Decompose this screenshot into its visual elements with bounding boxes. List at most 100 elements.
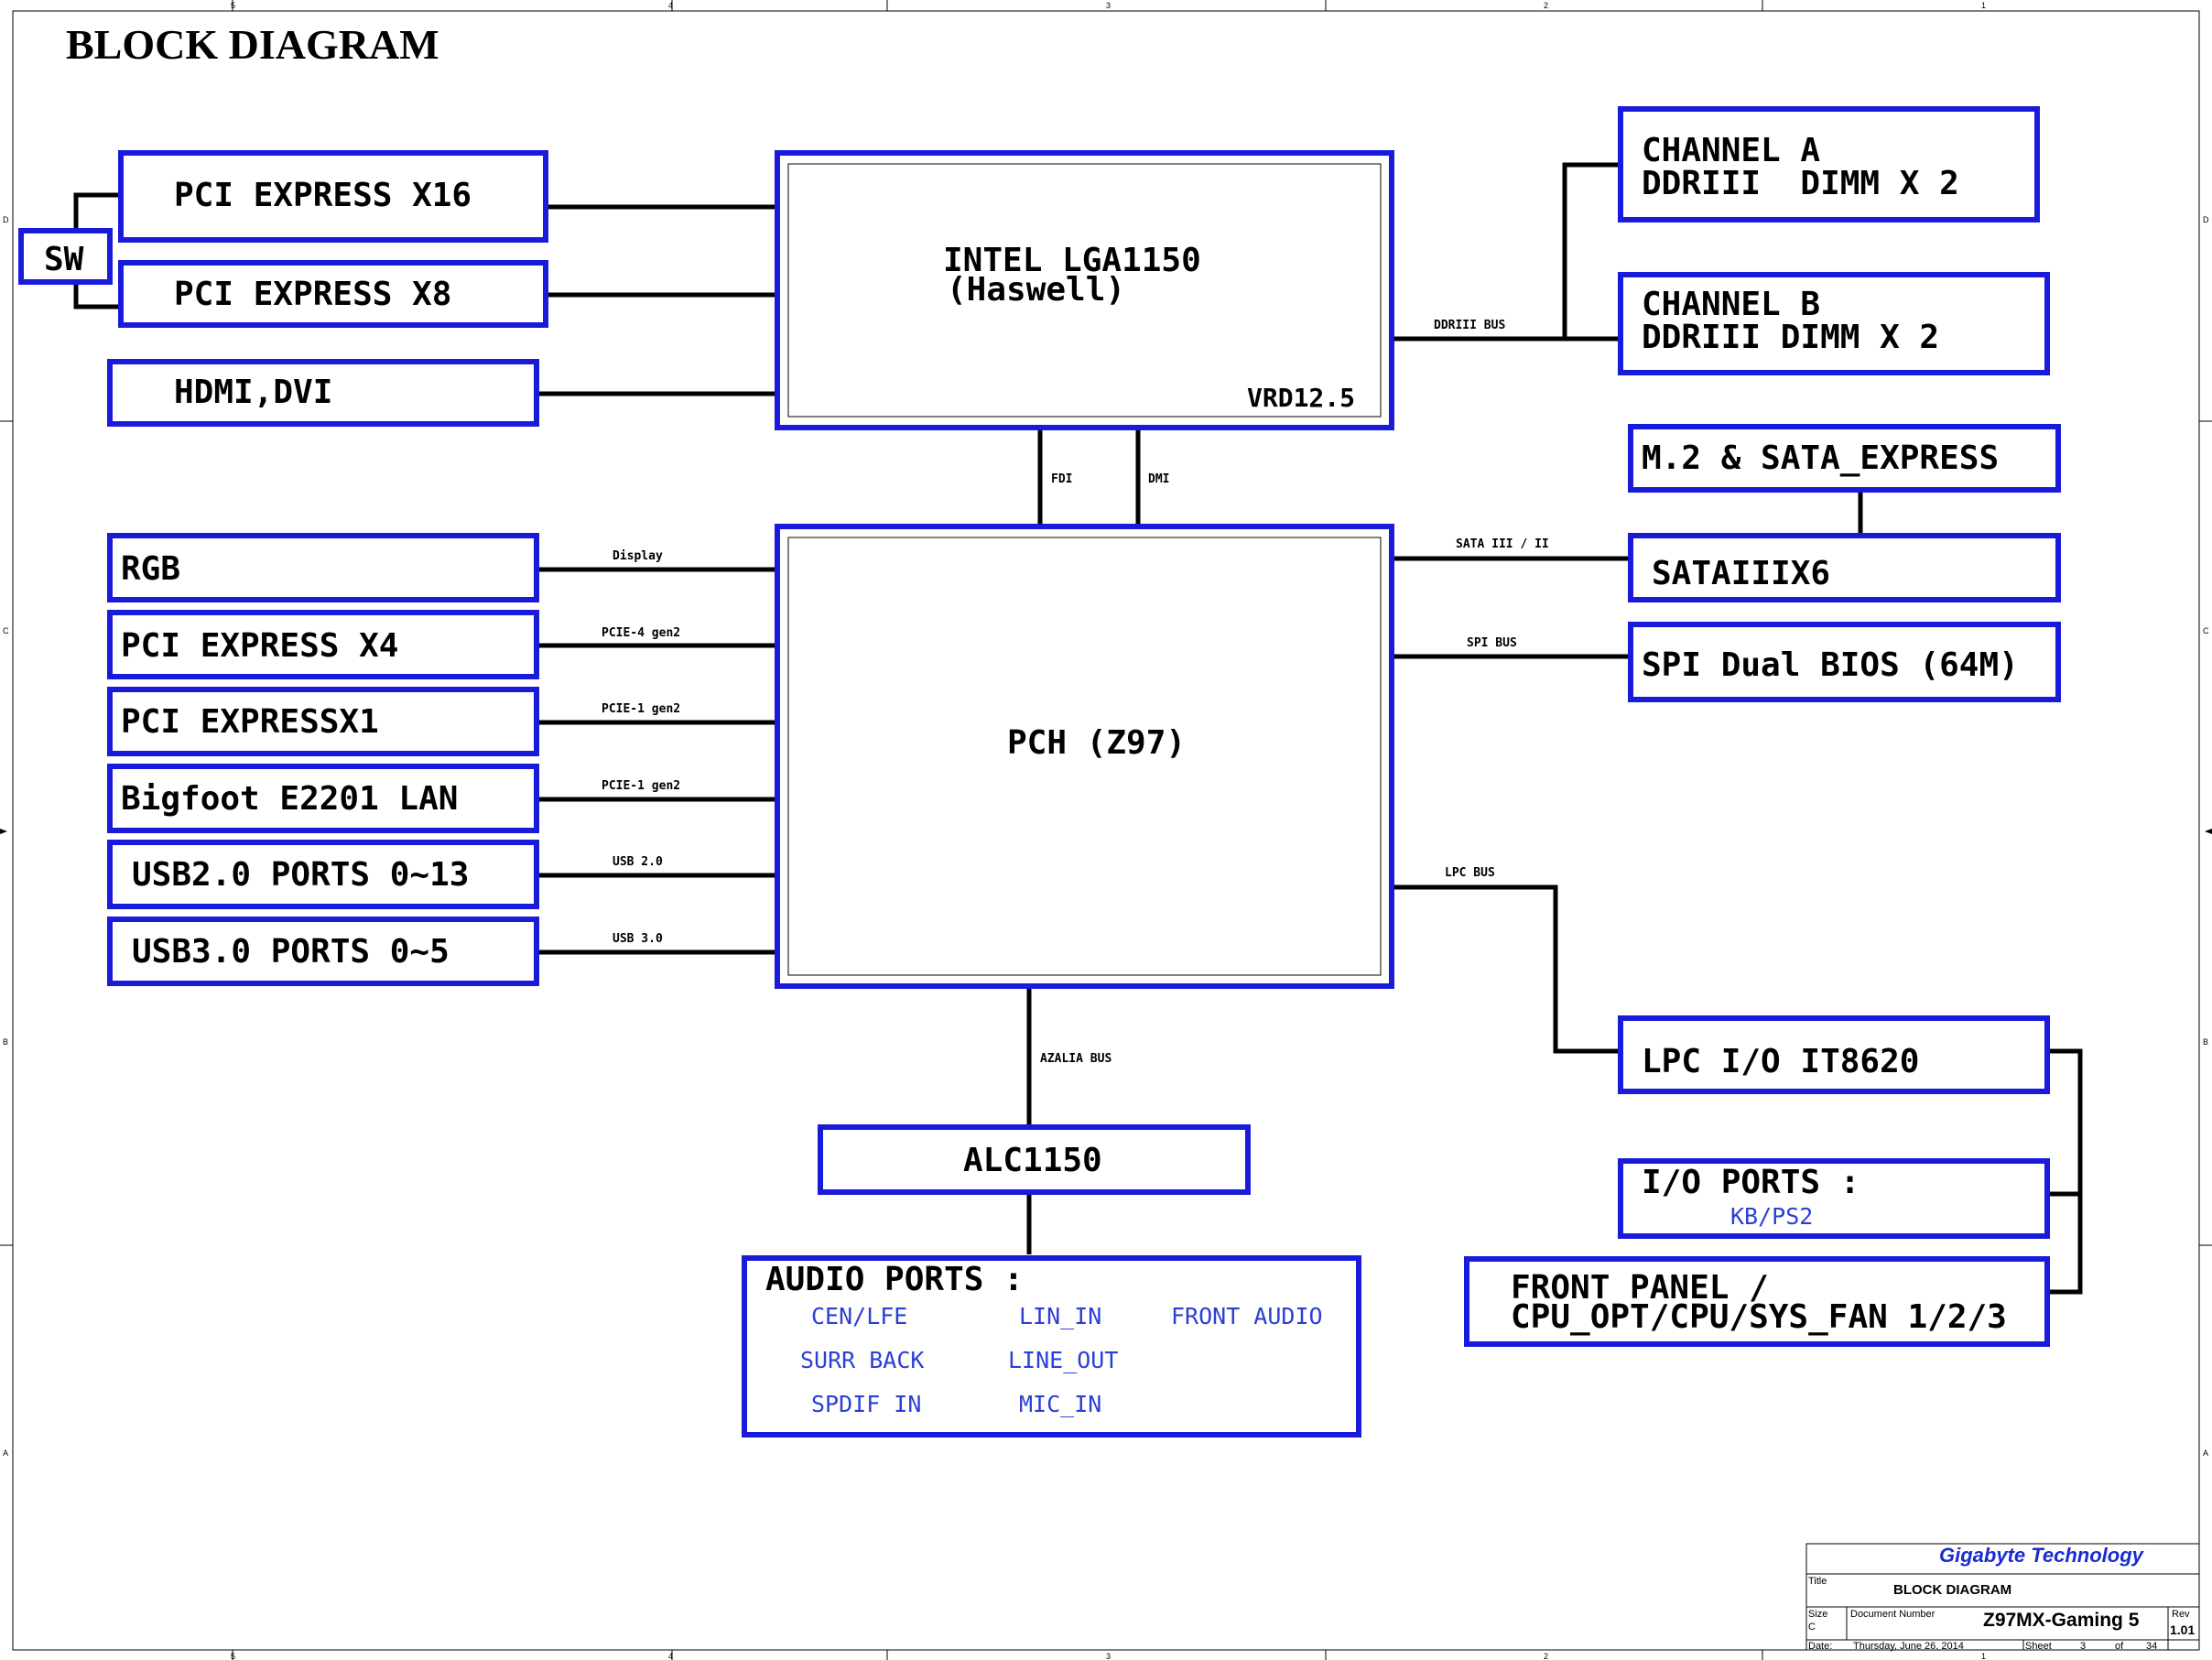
m2-sata-express-label: M.2 & SATA_EXPRESS	[1642, 439, 1999, 477]
cpu-inner-frame	[787, 163, 1382, 418]
audio-port-item: FRONT AUDIO	[1171, 1303, 1323, 1329]
usb2-block	[107, 840, 539, 909]
audio-port-item: SPDIF IN	[811, 1391, 921, 1417]
pcie-x8-label: PCI EXPRESS X8	[174, 276, 451, 313]
cpu-block	[775, 150, 1394, 430]
audio-port-item: SURR BACK	[800, 1347, 924, 1373]
title-block	[1805, 1543, 2200, 1651]
io-ports-sub: KB/PS2	[1730, 1203, 1813, 1230]
channel-a-sub-label: DDRIII DIMM X 2	[1642, 165, 1959, 202]
pcie-x16-block	[118, 150, 548, 243]
pcie-x4-label: PCI EXPRESS X4	[121, 627, 398, 665]
audio-port-item: LIN_IN	[1019, 1303, 1101, 1329]
sataiiix6-label: SATAIIIX6	[1652, 555, 1830, 592]
bus-label-spi: SPI BUS	[1467, 636, 1517, 650]
page-title: BLOCK DIAGRAM	[66, 21, 439, 68]
title-block-of-value: 34	[2146, 1641, 2157, 1652]
bus-label-usb20: USB 2.0	[613, 855, 663, 869]
front-panel-sub-label: CPU_OPT/CPU/SYS_FAN 1/2/3	[1511, 1298, 2007, 1336]
bus-label-azalia: AZALIA BUS	[1040, 1052, 1111, 1066]
rgb-block	[107, 533, 539, 602]
pcie-x16-label: PCI EXPRESS X16	[174, 177, 472, 214]
frame-col-label: 2	[1544, 1652, 1548, 1660]
bus-label-pcie1b: PCIE-1 gen2	[602, 779, 680, 793]
cpu-sub-label: (Haswell)	[947, 271, 1125, 309]
channel-a-label: CHANNEL A	[1642, 132, 1820, 169]
frame-col-label: 3	[1106, 1, 1111, 10]
wires	[73, 162, 2083, 1295]
pcie-x8-block	[118, 260, 548, 328]
rgb-label: RGB	[121, 550, 180, 588]
sataiiix6-block	[1628, 533, 2061, 602]
audio-port-item: CEN/LFE	[811, 1303, 907, 1329]
wire-lpc-io-bus	[2047, 1048, 2083, 1295]
title-block-sheet-label: Sheet	[2025, 1641, 2052, 1652]
wire-ddr-branch	[1562, 162, 1621, 339]
bus-label-fdi: FDI	[1051, 472, 1072, 486]
bus-label-dmi: DMI	[1148, 472, 1169, 486]
bus-label-lpc: LPC BUS	[1445, 866, 1495, 880]
sw-label: SW	[44, 241, 84, 278]
channel-b-label: CHANNEL B	[1642, 286, 1820, 323]
io-ports-block	[1618, 1158, 2050, 1239]
bus-label-pcie1a: PCIE-1 gen2	[602, 702, 680, 716]
channel-b-sub-label: DDRIII DIMM X 2	[1642, 319, 1939, 356]
title-block-title-label: Title	[1808, 1576, 1827, 1587]
front-panel-label: FRONT PANEL /	[1511, 1269, 1769, 1307]
title-block-sheet-value: 3	[2080, 1641, 2086, 1652]
bus-label-usb30: USB 3.0	[613, 932, 663, 946]
title-block-company: Gigabyte Technology	[1939, 1544, 2145, 1567]
wire-lpc	[1392, 884, 1621, 1054]
bus-label-pcie4: PCIE-4 gen2	[602, 626, 680, 640]
pch-label: PCH (Z97)	[1007, 724, 1186, 762]
pcie-x4-block	[107, 610, 539, 679]
spi-bios-label: SPI Dual BIOS (64M)	[1642, 646, 2019, 684]
bus-label-sata: SATA III / II	[1456, 537, 1549, 551]
usb2-label: USB2.0 PORTS 0~13	[132, 856, 469, 894]
audio-ports-block	[742, 1255, 1361, 1438]
title-block-rev-value: 1.01	[2170, 1622, 2195, 1637]
title-block-size-label: Size	[1808, 1609, 1827, 1620]
audio-ports-title: AUDIO PORTS :	[765, 1261, 1024, 1298]
blocks	[18, 106, 2061, 1438]
title-block-date-value: Thursday, June 26, 2014	[1853, 1641, 1964, 1652]
sw-block	[18, 228, 113, 285]
bus-label-ddriii: DDRIII BUS	[1434, 319, 1505, 332]
lan-label: Bigfoot E2201 LAN	[121, 780, 458, 818]
alc-block	[818, 1124, 1251, 1195]
usb3-label: USB3.0 PORTS 0~5	[132, 933, 450, 971]
cpu-vrd-label: VRD12.5	[1247, 383, 1355, 413]
frame-col-label: 2	[1544, 1, 1548, 10]
frame-row-label: B	[2203, 1037, 2208, 1047]
frame-col-label: 3	[1106, 1652, 1111, 1660]
frame-row-label: D	[3, 215, 9, 224]
frame-row-label: A	[3, 1448, 8, 1458]
channel-a-block	[1618, 106, 2040, 222]
pch-inner-frame	[787, 537, 1382, 976]
lpc-io-block	[1618, 1015, 2050, 1094]
title-block-of-label: of	[2115, 1641, 2124, 1652]
pcie-x1-label: PCI EXPRESSX1	[121, 703, 379, 741]
title-block-docnum-value: Z97MX-Gaming 5	[1983, 1610, 2140, 1631]
hdmi-dvi-block	[107, 359, 539, 427]
usb3-block	[107, 917, 539, 986]
frame-row-label: A	[2203, 1448, 2208, 1458]
pch-block	[775, 524, 1394, 989]
front-panel-block	[1464, 1256, 2050, 1347]
lpc-io-label: LPC I/O IT8620	[1642, 1043, 1919, 1080]
frame-col-label: 5	[231, 1652, 235, 1660]
lan-block	[107, 764, 539, 833]
title-block-size-value: C	[1808, 1622, 1816, 1633]
frame-col-label: 5	[231, 1, 235, 10]
bus-label-display: Display	[613, 549, 663, 563]
audio-port-item: LINE_OUT	[1008, 1347, 1118, 1373]
title-block-docnum-label: Document Number	[1850, 1609, 1936, 1620]
audio-port-item: MIC_IN	[1019, 1391, 1101, 1417]
alc-label: ALC1150	[963, 1142, 1102, 1179]
hdmi-dvi-label: HDMI,DVI	[174, 374, 332, 411]
pcie-x1-block	[107, 687, 539, 756]
cpu-label: INTEL LGA1150	[943, 242, 1201, 279]
frame-row-label: C	[3, 626, 9, 635]
